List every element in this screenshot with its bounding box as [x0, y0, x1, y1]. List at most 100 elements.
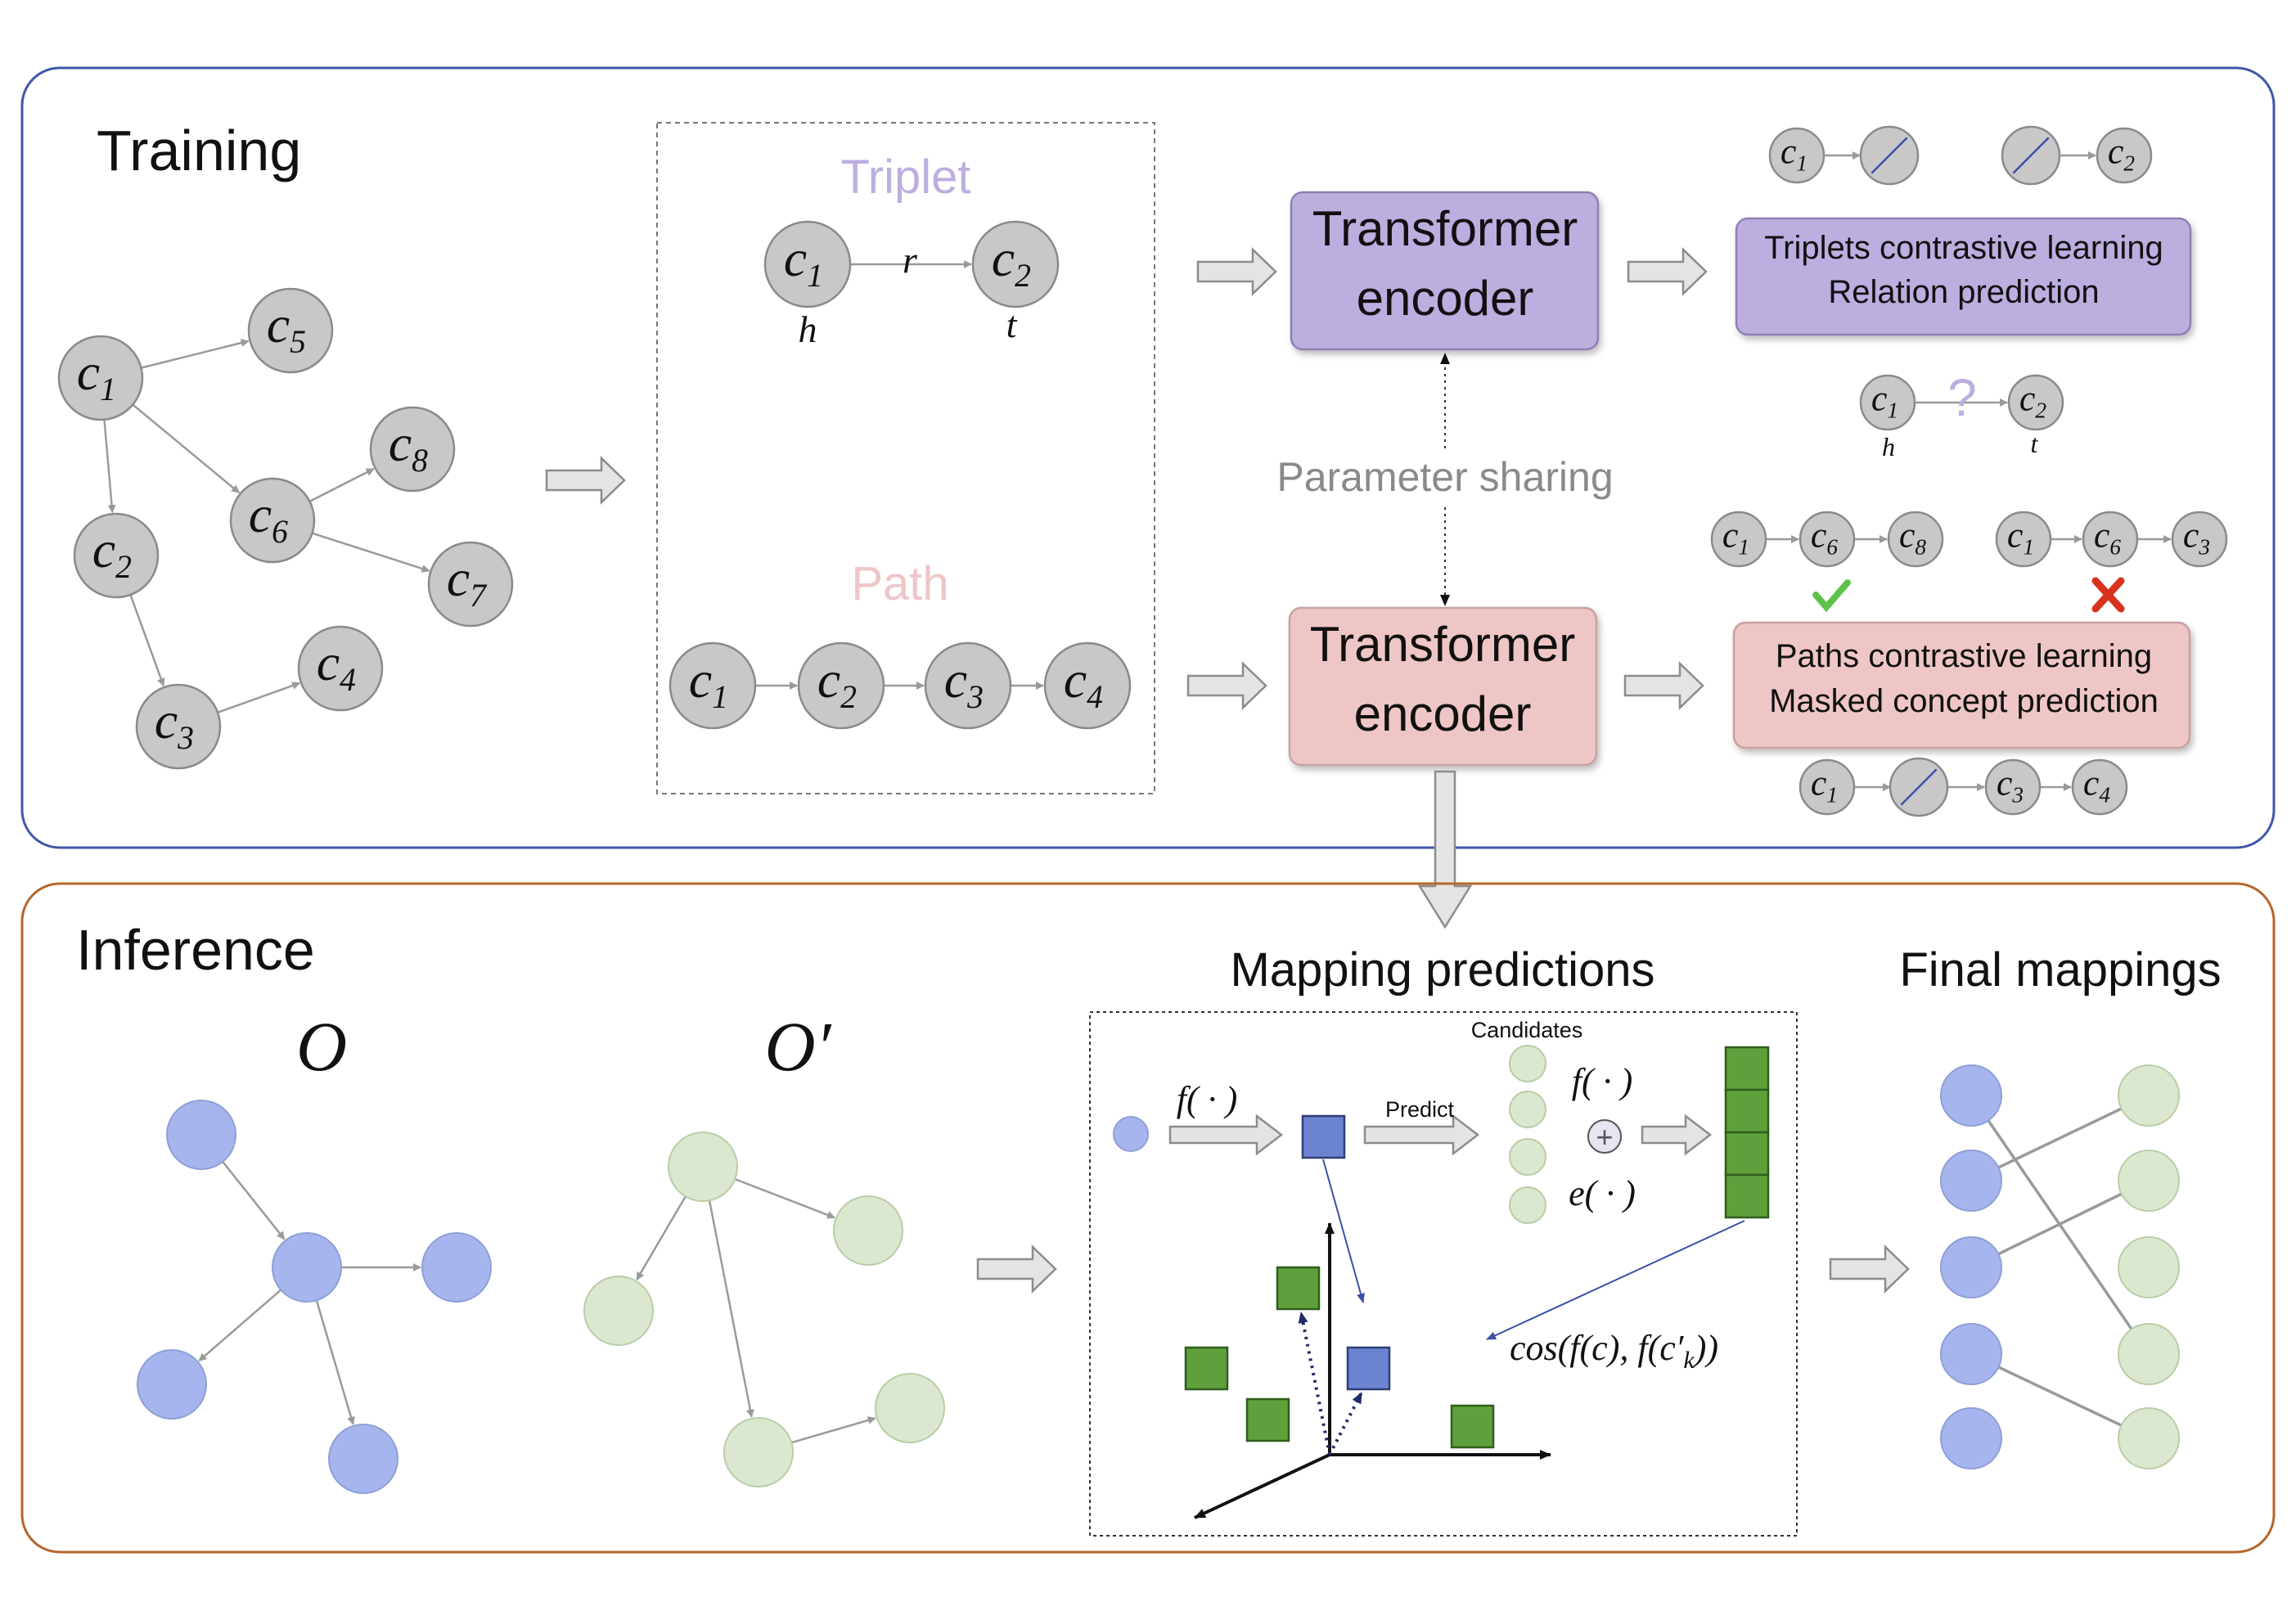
target-edge-0-3	[708, 1199, 754, 1418]
target-concept-2	[583, 1276, 654, 1346]
edge-c6-c7	[312, 532, 430, 573]
concept-label-c3: c3	[2183, 515, 2210, 560]
final-target-concept-0	[2118, 1064, 2180, 1127]
concept-label-c3: c3	[1997, 763, 2024, 808]
final-mappings-graph	[1940, 1064, 2180, 1469]
concept-label-c7: c7	[447, 549, 488, 614]
concept-label-c4: c4	[2083, 763, 2111, 808]
mapping-illustration: f( · ) Predict Candidates f( · ) + e( · …	[1113, 1018, 1770, 1519]
transformer-encoder-bottom: Transformer encoder	[1288, 606, 1598, 767]
path-task-line2: Masked concept prediction	[1769, 683, 2159, 719]
training-panel	[20, 66, 2276, 849]
concept-node-c3: c3	[1984, 758, 2042, 816]
embedding-green-3	[1245, 1397, 1290, 1442]
flow-arrow-graph-to-samples	[545, 456, 626, 505]
concept-node-c1: c1	[763, 220, 852, 308]
concept-label-c1: c1	[689, 650, 728, 715]
vector-to-blue	[1328, 1392, 1363, 1456]
concept-node-c6: c6	[229, 477, 316, 564]
concept-label-c2: c2	[817, 650, 857, 715]
final-mappings-title: Final mappings	[1899, 943, 2221, 997]
masked-path-masked-node	[1889, 757, 1949, 817]
concept-node-c2: c2	[797, 641, 885, 730]
candidate-encoder-label: f( · )	[1572, 1061, 1633, 1101]
edge-c1-c6	[132, 403, 240, 494]
path-task-box: Paths contrastive learning Masked concep…	[1732, 621, 2191, 749]
source-concept-0	[166, 1100, 236, 1170]
source-ontology-label: O	[296, 1007, 347, 1086]
source-edge-0-1	[222, 1161, 286, 1240]
mapping-box	[1089, 1011, 1798, 1537]
concept-label-c8: c8	[389, 414, 428, 479]
triplet-head-label: h	[799, 308, 817, 350]
check-icon	[1812, 579, 1851, 613]
candidate-embedding-stack	[1724, 1046, 1770, 1219]
concept-node-c1: c1	[57, 335, 144, 421]
embedding-green-2	[1184, 1346, 1229, 1391]
target-ontology-graph	[583, 1132, 945, 1487]
concept-label-c2: c2	[92, 520, 132, 585]
concept-label-c1: c1	[784, 229, 823, 294]
relation-query-tail-label: t	[2031, 429, 2039, 458]
concept-node-c5: c5	[247, 287, 334, 374]
flow-arrow-triplet-to-encoder	[1196, 247, 1277, 296]
cosine-subscript: k	[1683, 1347, 1695, 1374]
concept-node-c7: c7	[427, 541, 514, 628]
candidate-dot-2	[1509, 1091, 1546, 1128]
candidate-dot-1	[1509, 1045, 1546, 1082]
concept-node-c1: c1	[1799, 758, 1856, 816]
concept-label-c6: c6	[1811, 515, 1839, 560]
path-title: Path	[851, 557, 948, 610]
combine-symbol: +	[1596, 1120, 1613, 1154]
final-source-concept-0	[1940, 1064, 2002, 1127]
triplet-example: c1 c2 r h t	[763, 220, 1060, 350]
concept-node-c6: c6	[1799, 511, 1856, 568]
masked-head-node	[2001, 125, 2061, 186]
embedding-green-4	[1450, 1404, 1495, 1449]
edge-c6-c8	[308, 467, 375, 502]
final-source-concept-3	[1940, 1323, 2002, 1385]
concept-node-c3: c3	[924, 641, 1012, 730]
cosine-tail: ))	[1692, 1328, 1718, 1368]
concept-label-c1: c1	[1811, 763, 1838, 808]
query-to-space-link	[1322, 1159, 1365, 1303]
concept-label-c1: c1	[77, 343, 116, 407]
candidate-dot-3	[1509, 1138, 1546, 1176]
cosine-text: cos(f(c), f(c′	[1510, 1328, 1685, 1368]
final-mapping-link-2	[1970, 1179, 2150, 1269]
triplet-title: Triplet	[841, 151, 971, 204]
target-edge-3-4	[790, 1416, 876, 1444]
mapping-predictions-title: Mapping predictions	[1230, 943, 1654, 997]
final-mapping-link-3	[1970, 1352, 2150, 1440]
concept-label-c2: c2	[992, 229, 1031, 294]
relation-question-mark: ?	[1947, 368, 1977, 427]
triplet-tail-label: t	[1006, 304, 1018, 345]
embedding-green-1	[1276, 1266, 1321, 1311]
vector-to-green	[1298, 1312, 1331, 1456]
target-edge-0-2	[636, 1195, 687, 1280]
triplet-task-line2: Relation prediction	[1828, 274, 2099, 310]
concept-node-c4: c4	[297, 625, 384, 712]
query-concept-dot	[1113, 1116, 1149, 1152]
concept-node-c1: c1	[1995, 511, 2052, 568]
path-example: c1 c2 c3 c4	[669, 641, 1132, 730]
source-edge-1-3	[198, 1289, 282, 1362]
samples-box	[656, 122, 1155, 794]
triplet-relation-label: r	[903, 239, 918, 281]
concept-node-c2: c2	[2007, 374, 2064, 431]
cosine-similarity-label: cos(f(c), f(c′k))	[1510, 1328, 1718, 1374]
source-concept-4	[328, 1424, 398, 1494]
edge-c2-c3	[129, 594, 165, 687]
encoder-top-line2: encoder	[1357, 271, 1534, 326]
masked-tail-node	[1859, 125, 1920, 186]
concept-node-c3: c3	[2171, 511, 2228, 568]
flow-arrow-encoder-to-inference	[1417, 770, 1473, 929]
target-edge-0-1	[734, 1177, 835, 1219]
concept-label-c8: c8	[1899, 515, 1927, 560]
encoder-bottom-line2: encoder	[1354, 686, 1532, 741]
concept-label-c1: c1	[1722, 515, 1749, 560]
concept-label-c4: c4	[1064, 650, 1103, 715]
flow-arrow-mapping-to-final	[1829, 1244, 1910, 1294]
concept-node-c4: c4	[2071, 758, 2128, 816]
